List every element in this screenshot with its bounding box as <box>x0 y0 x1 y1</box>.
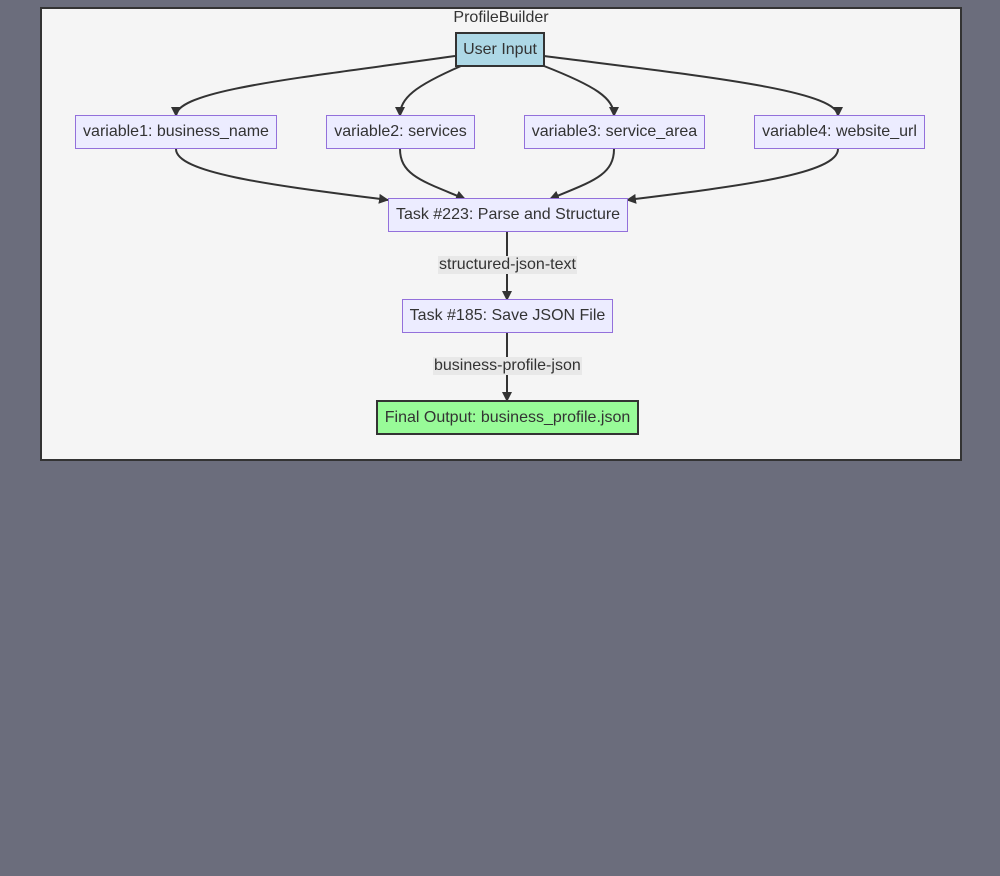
task-185-node[interactable]: Task #185: Save JSON File <box>402 299 613 333</box>
variable2-node[interactable]: variable2: services <box>326 115 475 149</box>
edge-label-business-profile-json: business-profile-json <box>433 357 582 375</box>
user-input-node[interactable]: User Input <box>455 32 545 67</box>
variable3-node[interactable]: variable3: service_area <box>524 115 705 149</box>
final-output-node[interactable]: Final Output: business_profile.json <box>376 400 639 435</box>
edge-user-to-var4 <box>543 55 843 117</box>
edge-var2-to-task223 <box>399 148 466 201</box>
edge-label-structured-json-text: structured-json-text <box>438 256 577 274</box>
variable4-node[interactable]: variable4: website_url <box>754 115 925 149</box>
edge-var1-to-task223 <box>175 148 389 204</box>
edge-user-to-var1 <box>171 55 456 117</box>
edge-var3-to-task223 <box>549 148 615 201</box>
variable1-node[interactable]: variable1: business_name <box>75 115 277 149</box>
edge-user-to-var3 <box>543 65 619 117</box>
task-223-node[interactable]: Task #223: Parse and Structure <box>388 198 628 232</box>
edge-user-to-var2 <box>395 65 462 117</box>
profile-builder-subgraph: ProfileBuilder <box>40 7 962 461</box>
subgraph-title: ProfileBuilder <box>453 9 549 26</box>
edge-var4-to-task223 <box>626 148 839 204</box>
